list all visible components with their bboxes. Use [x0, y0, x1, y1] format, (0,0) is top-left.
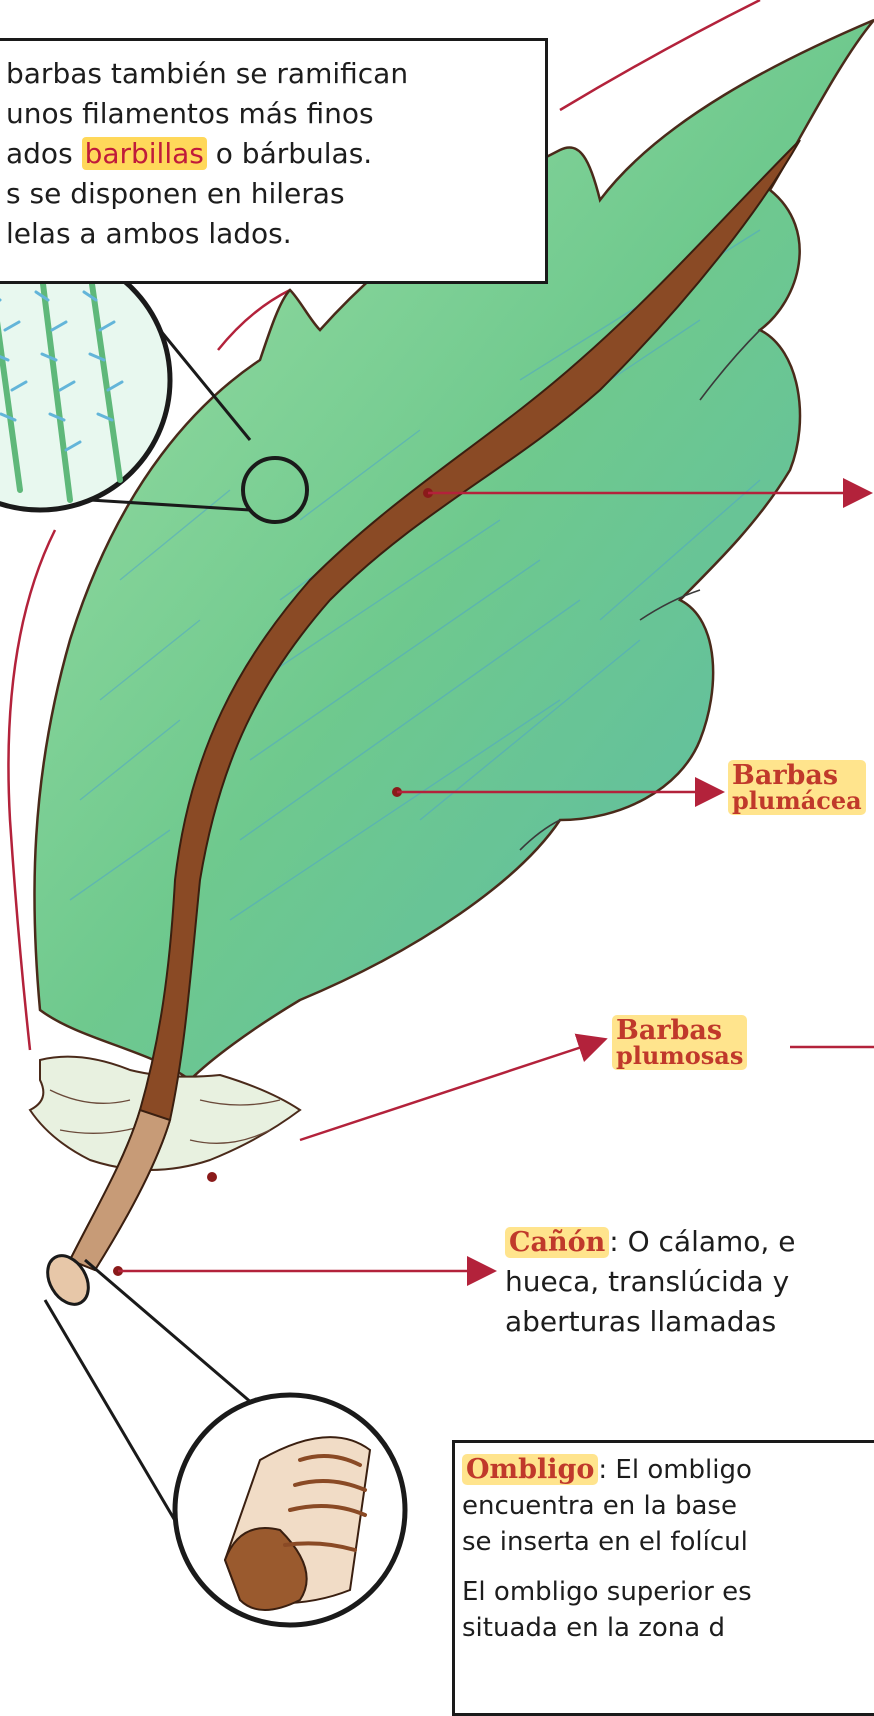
ombligo-line-2: encuentra en la base	[462, 1488, 752, 1524]
ombligo-term: Ombligo	[462, 1454, 598, 1485]
canon-term: Cañón	[505, 1227, 609, 1258]
arrow-barbas-plumosas	[300, 1040, 603, 1140]
note-line-5: lelas a ambos lados.	[6, 214, 408, 254]
barbillas-note-text: barbas también se ramifican unos filamen…	[6, 54, 408, 254]
ombligo-line-5: situada en la zona d	[462, 1610, 752, 1646]
note-line-3: ados barbillas o bárbulas.	[6, 134, 408, 174]
note-line-4: s se disponen en hileras	[6, 174, 408, 214]
note-line-2: unos filamentos más finos	[6, 94, 408, 134]
canon-description: Cañón: O cálamo, e hueca, translúcida y …	[505, 1222, 795, 1342]
canon-line-2: hueca, translúcida y	[505, 1262, 795, 1302]
ombligo-line-4: El ombligo superior es	[462, 1574, 752, 1610]
ombligo-line-3: se inserta en el folícul	[462, 1524, 752, 1560]
canon-line-3: aberturas llamadas	[505, 1302, 795, 1342]
label-barbas-plumaceas: Barbas plumácea	[728, 760, 866, 815]
ombligo-description: Ombligo: El ombligo encuentra en la base…	[462, 1452, 752, 1646]
barbillas-highlight: barbillas	[82, 137, 207, 170]
ombligo-line-1: : El ombligo	[598, 1455, 752, 1485]
canon-line-1: : O cálamo, e	[609, 1225, 795, 1258]
barbules-zoom-circle	[0, 250, 170, 510]
label-barbas-plumosas: Barbas plumosas	[612, 1015, 747, 1070]
note-line-1: barbas también se ramifican	[6, 54, 408, 94]
